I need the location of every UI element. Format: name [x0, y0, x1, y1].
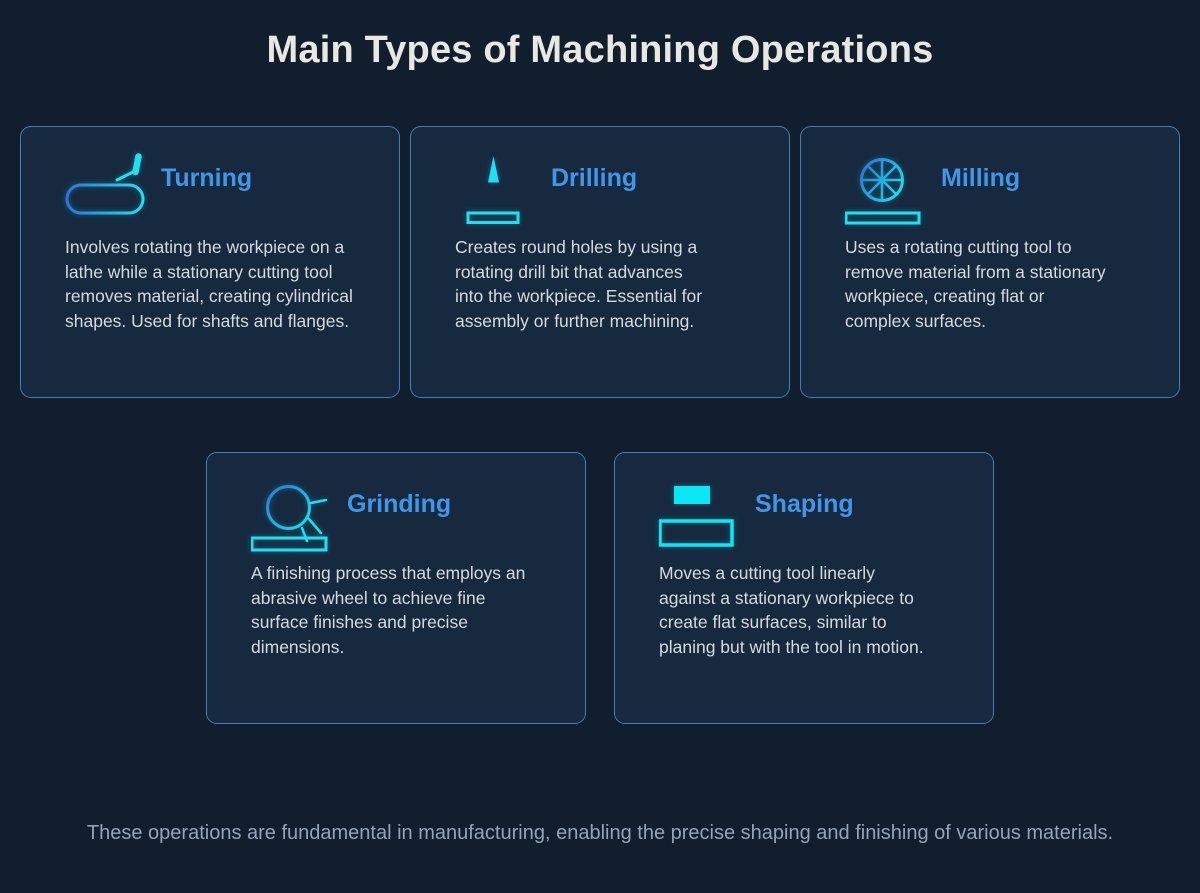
card-description: Creates round holes by using a rotating …: [455, 237, 703, 331]
card-description: A finishing process that employs an abra…: [251, 563, 526, 657]
milling-cutter-wheel-icon: [845, 153, 929, 233]
grinding-wheel-sparks-icon: [251, 479, 335, 559]
card-title: Grinding: [347, 490, 452, 518]
card-title: Drilling: [551, 164, 638, 192]
card-drilling: Drilling Creates round holes by using a …: [410, 126, 790, 398]
card-description: Involves rotating the workpiece on a lat…: [65, 237, 353, 331]
page-title: Main Types of Machining Operations: [266, 29, 934, 71]
cards-row-top: Turning Involves rotating the workpiece …: [20, 126, 1180, 398]
card-turning: Turning Involves rotating the workpiece …: [20, 126, 400, 398]
card-header: Turning: [65, 153, 391, 233]
card-header: Drilling: [455, 153, 781, 233]
card-description: Uses a rotating cutting tool to remove m…: [845, 237, 1106, 331]
footer-note: These operations are fundamental in manu…: [86, 822, 1114, 844]
card-description: Moves a cutting tool linearly against a …: [659, 563, 924, 657]
card-title: Turning: [161, 164, 253, 192]
machining-operations-infographic: Main Types of Machining Operations: [0, 26, 1200, 893]
card-shaping: Shaping Moves a cutting tool linearly ag…: [614, 452, 994, 724]
card-grinding: Grinding A finishing process that employ…: [206, 452, 586, 724]
turning-lathe-icon: [65, 153, 149, 233]
card-header: Milling: [845, 153, 1171, 233]
card-header: Shaping: [659, 479, 985, 559]
card-header: Grinding: [251, 479, 577, 559]
card-milling: Milling Uses a rotating cutting tool to …: [800, 126, 1180, 398]
card-title: Shaping: [755, 490, 854, 518]
shaper-tool-workpiece-icon: [659, 479, 743, 559]
cards-row-bottom: Grinding A finishing process that employ…: [0, 452, 1200, 724]
drill-bit-icon: [455, 153, 539, 233]
card-title: Milling: [941, 164, 1021, 192]
